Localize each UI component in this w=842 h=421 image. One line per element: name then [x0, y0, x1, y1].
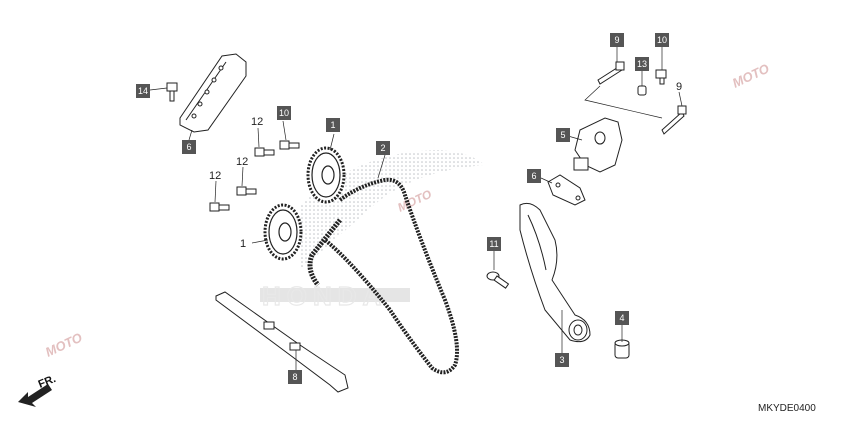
part-11-bolt	[486, 271, 510, 289]
svg-text:MOTO: MOTO	[395, 187, 434, 215]
svg-text:MOTO: MOTO	[730, 61, 771, 91]
callout-12-plain-c: 12	[209, 170, 221, 182]
callout-12-plain-b: 12	[236, 156, 248, 168]
callout-1-boxed: 1	[326, 118, 340, 132]
svg-text:9: 9	[614, 35, 619, 45]
callout-13: 13	[635, 57, 649, 71]
callout-7: 6	[182, 140, 196, 154]
part-4-collar	[614, 339, 630, 359]
part-12-bolts	[209, 140, 300, 212]
moto-watermark: MOTO MOTO MOTO	[43, 61, 771, 360]
leader-lines	[149, 47, 683, 370]
svg-text:5: 5	[560, 130, 565, 140]
callout-10: 10	[655, 33, 669, 47]
part-6-gasket	[547, 174, 586, 206]
callout-5: 5	[556, 128, 570, 142]
part-2-cam-chain	[307, 177, 459, 375]
diagram-code: MKYDE0400	[758, 403, 816, 414]
svg-text:8: 8	[292, 372, 297, 382]
part-14-bolt	[166, 82, 178, 102]
honda-wing-watermark: HONDA	[260, 150, 485, 312]
callout-14: 14	[136, 84, 150, 98]
callout-1-plain: 1	[240, 238, 246, 250]
part-7-upper-guide	[179, 53, 247, 133]
callout-11: 11	[487, 237, 501, 251]
svg-text:4: 4	[619, 313, 624, 323]
svg-text:10: 10	[279, 108, 289, 118]
part-1-upper-sprocket	[306, 146, 346, 204]
part-8-chain-guide	[215, 291, 349, 393]
callout-4: 4	[615, 311, 629, 325]
part-1-lower-sprocket	[263, 203, 303, 261]
svg-text:13: 13	[637, 59, 647, 69]
callout-8: 8	[288, 370, 302, 384]
svg-text:1: 1	[330, 120, 335, 130]
svg-text:14: 14	[138, 86, 148, 96]
callout-3: 3	[555, 353, 569, 367]
part-9-bolts	[597, 61, 687, 135]
svg-text:MOTO: MOTO	[43, 330, 84, 360]
callout-2: 2	[376, 141, 390, 155]
svg-text:11: 11	[489, 239, 498, 249]
part-13-washer	[637, 85, 647, 96]
svg-text:6: 6	[531, 171, 536, 181]
callout-12-boxed: 10	[277, 106, 291, 120]
callout-6: 6	[527, 169, 541, 183]
front-direction-arrow: FR.	[18, 373, 58, 407]
part-3-tensioner-arm	[519, 202, 591, 343]
svg-text:10: 10	[657, 35, 667, 45]
svg-text:2: 2	[380, 143, 385, 153]
svg-text:6: 6	[186, 142, 191, 152]
svg-text:HONDA: HONDA	[262, 281, 387, 311]
callout-12-plain-a: 12	[251, 116, 263, 128]
part-10-bolt	[655, 69, 667, 85]
svg-text:3: 3	[559, 355, 564, 365]
svg-text:FR.: FR.	[37, 373, 58, 391]
part-5-tensioner-lifter	[573, 117, 623, 173]
callout-9-boxed: 9	[610, 33, 624, 47]
callout-9-plain: 9	[676, 81, 682, 93]
